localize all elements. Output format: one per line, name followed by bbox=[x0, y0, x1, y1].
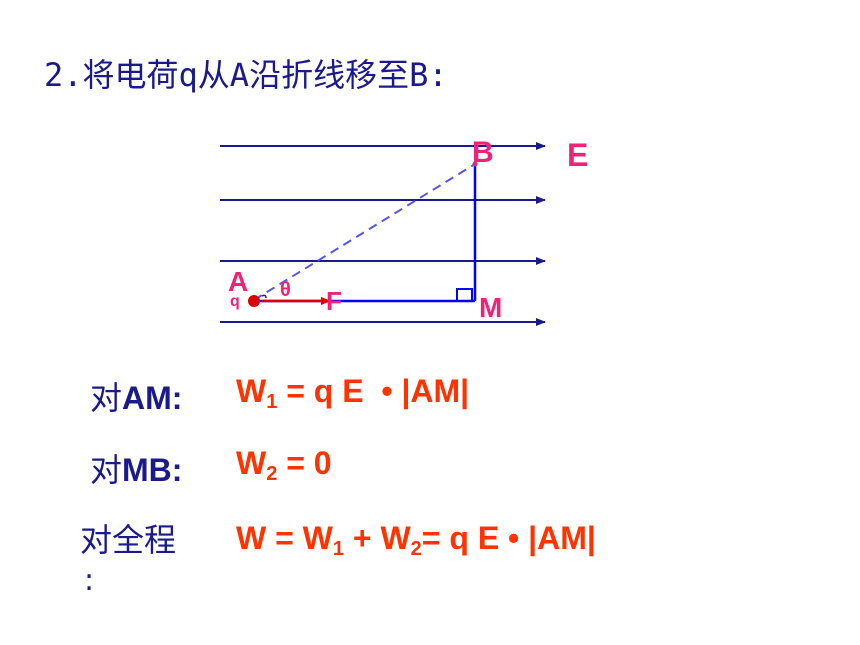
label-M: M bbox=[479, 292, 502, 323]
formula-w1: W1 = q E • |AM| bbox=[236, 373, 470, 413]
angle-arc bbox=[261, 294, 267, 299]
label-E: E bbox=[567, 137, 588, 173]
right-angle-mark bbox=[456, 288, 473, 302]
label-B: B bbox=[472, 136, 494, 169]
label-F: F bbox=[326, 286, 342, 316]
trailing-colon: : bbox=[84, 563, 95, 598]
formula-w-total: W = W1 + W2= q E • |AM| bbox=[236, 520, 596, 560]
row-label-mb: 对MB: bbox=[90, 451, 183, 489]
label-A: A bbox=[228, 266, 248, 297]
row-label-am: 对AM: bbox=[90, 379, 183, 417]
charge-q bbox=[248, 295, 260, 307]
label-theta: θ bbox=[280, 279, 291, 301]
point-B bbox=[472, 161, 478, 167]
formula-w2: W2 = 0 bbox=[236, 445, 332, 485]
page-title: 2.将电荷q从A沿折线移至B: bbox=[44, 56, 448, 94]
label-q: q bbox=[230, 293, 240, 310]
row-label-total: 对全程 bbox=[80, 521, 177, 559]
dashed-line-AB bbox=[253, 163, 476, 301]
